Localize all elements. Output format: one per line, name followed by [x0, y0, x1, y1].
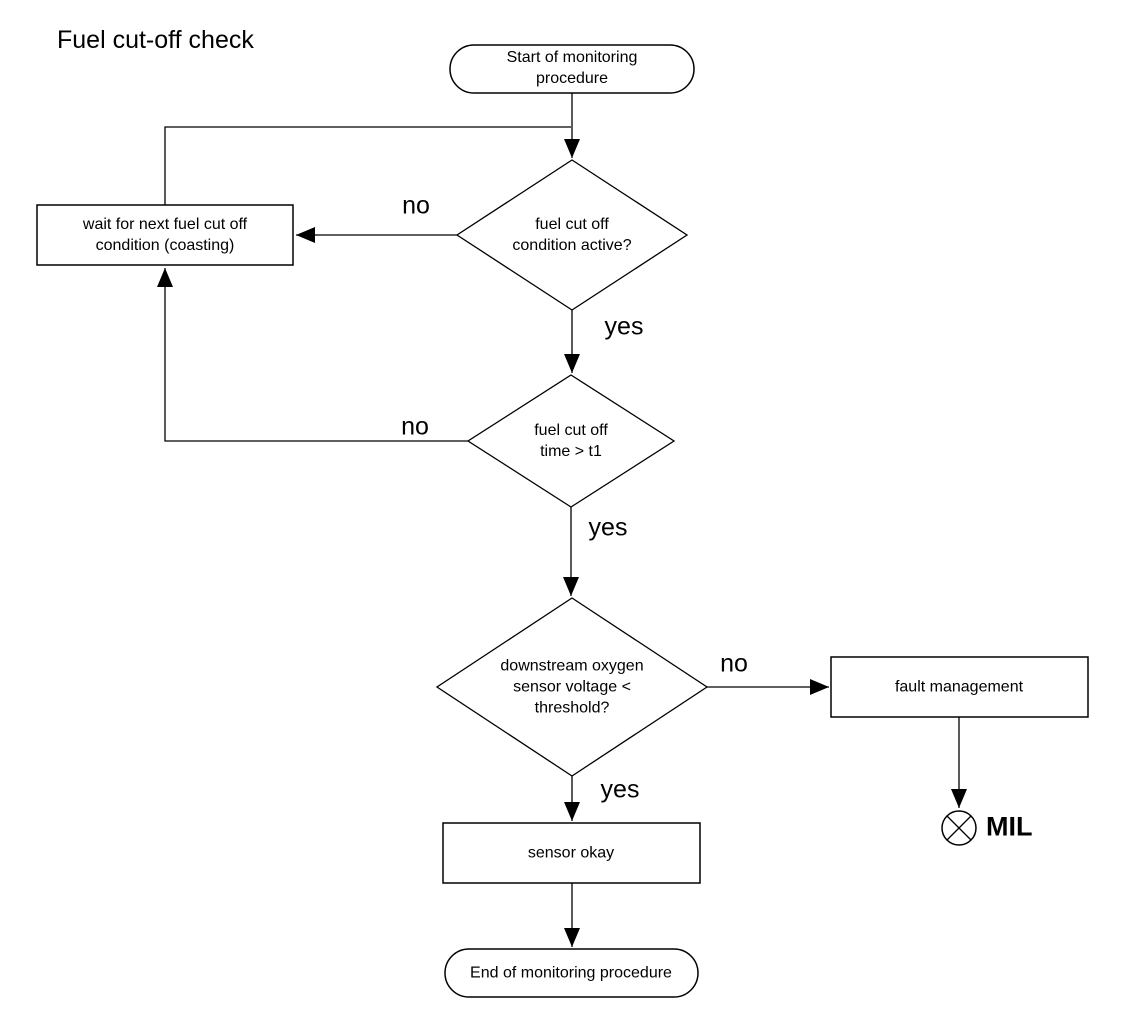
decision-voltage-diamond — [435, 597, 709, 777]
wait-node-label: wait for next fuel cut off condition (co… — [82, 216, 248, 254]
wait-process-shape — [36, 204, 294, 266]
decision-time-label: fuel cut off time > t1 — [534, 422, 608, 460]
fault-management-process-shape — [830, 656, 1089, 718]
edge-label-voltage-no: no — [720, 649, 748, 678]
sensor-okay-label: sensor okay — [527, 844, 615, 862]
fault-management-label: fault management — [894, 678, 1024, 696]
edge-label-condition-no: no — [402, 191, 430, 220]
edge-label-time-no: no — [401, 412, 429, 441]
mil-lamp-icon — [941, 810, 977, 846]
edge-label-voltage-yes: yes — [600, 775, 640, 804]
decision-condition-label: fuel cut off condition active? — [512, 216, 632, 254]
start-node-label: Start of monitoring procedure — [506, 49, 638, 87]
end-terminator-shape — [444, 948, 699, 998]
edge-label-condition-yes: yes — [604, 312, 644, 341]
decision-time-diamond — [466, 374, 676, 508]
end-node-label: End of monitoring procedure — [470, 964, 672, 982]
decision-condition-diamond — [455, 159, 689, 311]
decision-voltage-label: downstream oxygen sensor voltage < thres… — [500, 657, 644, 717]
diagram-title: Fuel cut-off check — [57, 26, 254, 54]
mil-label: MIL — [986, 811, 1033, 842]
start-terminator-shape — [449, 44, 695, 94]
edge-label-time-yes: yes — [588, 513, 628, 542]
sensor-okay-process-shape — [442, 822, 701, 884]
edge-time-no-to-wait — [157, 268, 468, 442]
edge-wait-feedback-loop — [164, 126, 571, 205]
